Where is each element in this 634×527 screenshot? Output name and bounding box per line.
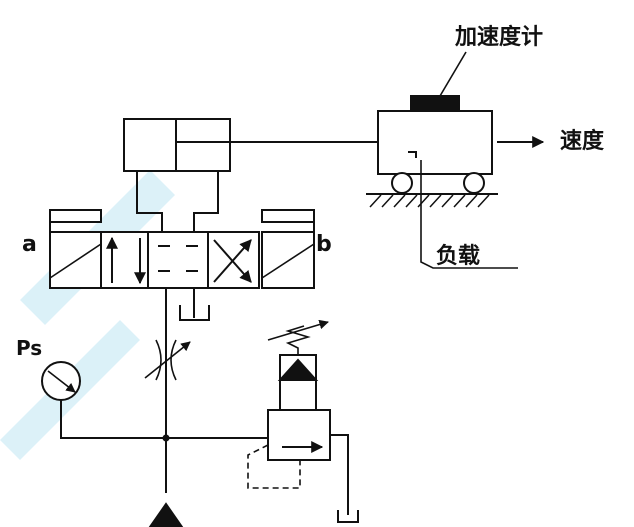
tank-icon (337, 510, 359, 523)
load-label: 负载 (436, 243, 480, 269)
solenoid-a-label: a (22, 232, 37, 257)
solenoid-a (49, 231, 102, 289)
wheel-icon (391, 172, 413, 194)
throttle-valve-icon (144, 339, 191, 381)
ground-hatch (369, 194, 490, 208)
supply-pressure-label: Ps (16, 336, 42, 360)
tank-icon (179, 305, 210, 321)
accelerometer-label: 加速度计 (454, 24, 543, 50)
directional-valve (49, 209, 315, 321)
hydraulic-cylinder (123, 118, 378, 232)
accelerometer-sensor (410, 95, 460, 112)
pump-triangle-icon (148, 502, 184, 527)
relief-valve-spring-icon (285, 325, 311, 355)
velocity-label: 速度 (560, 128, 605, 154)
solenoid-b (261, 231, 315, 289)
relief-valve (166, 319, 359, 523)
wheel-icon (463, 172, 485, 194)
pressure-gauge-icon (41, 361, 166, 439)
load-cart (366, 51, 545, 269)
solenoid-b-label: b (316, 232, 332, 257)
